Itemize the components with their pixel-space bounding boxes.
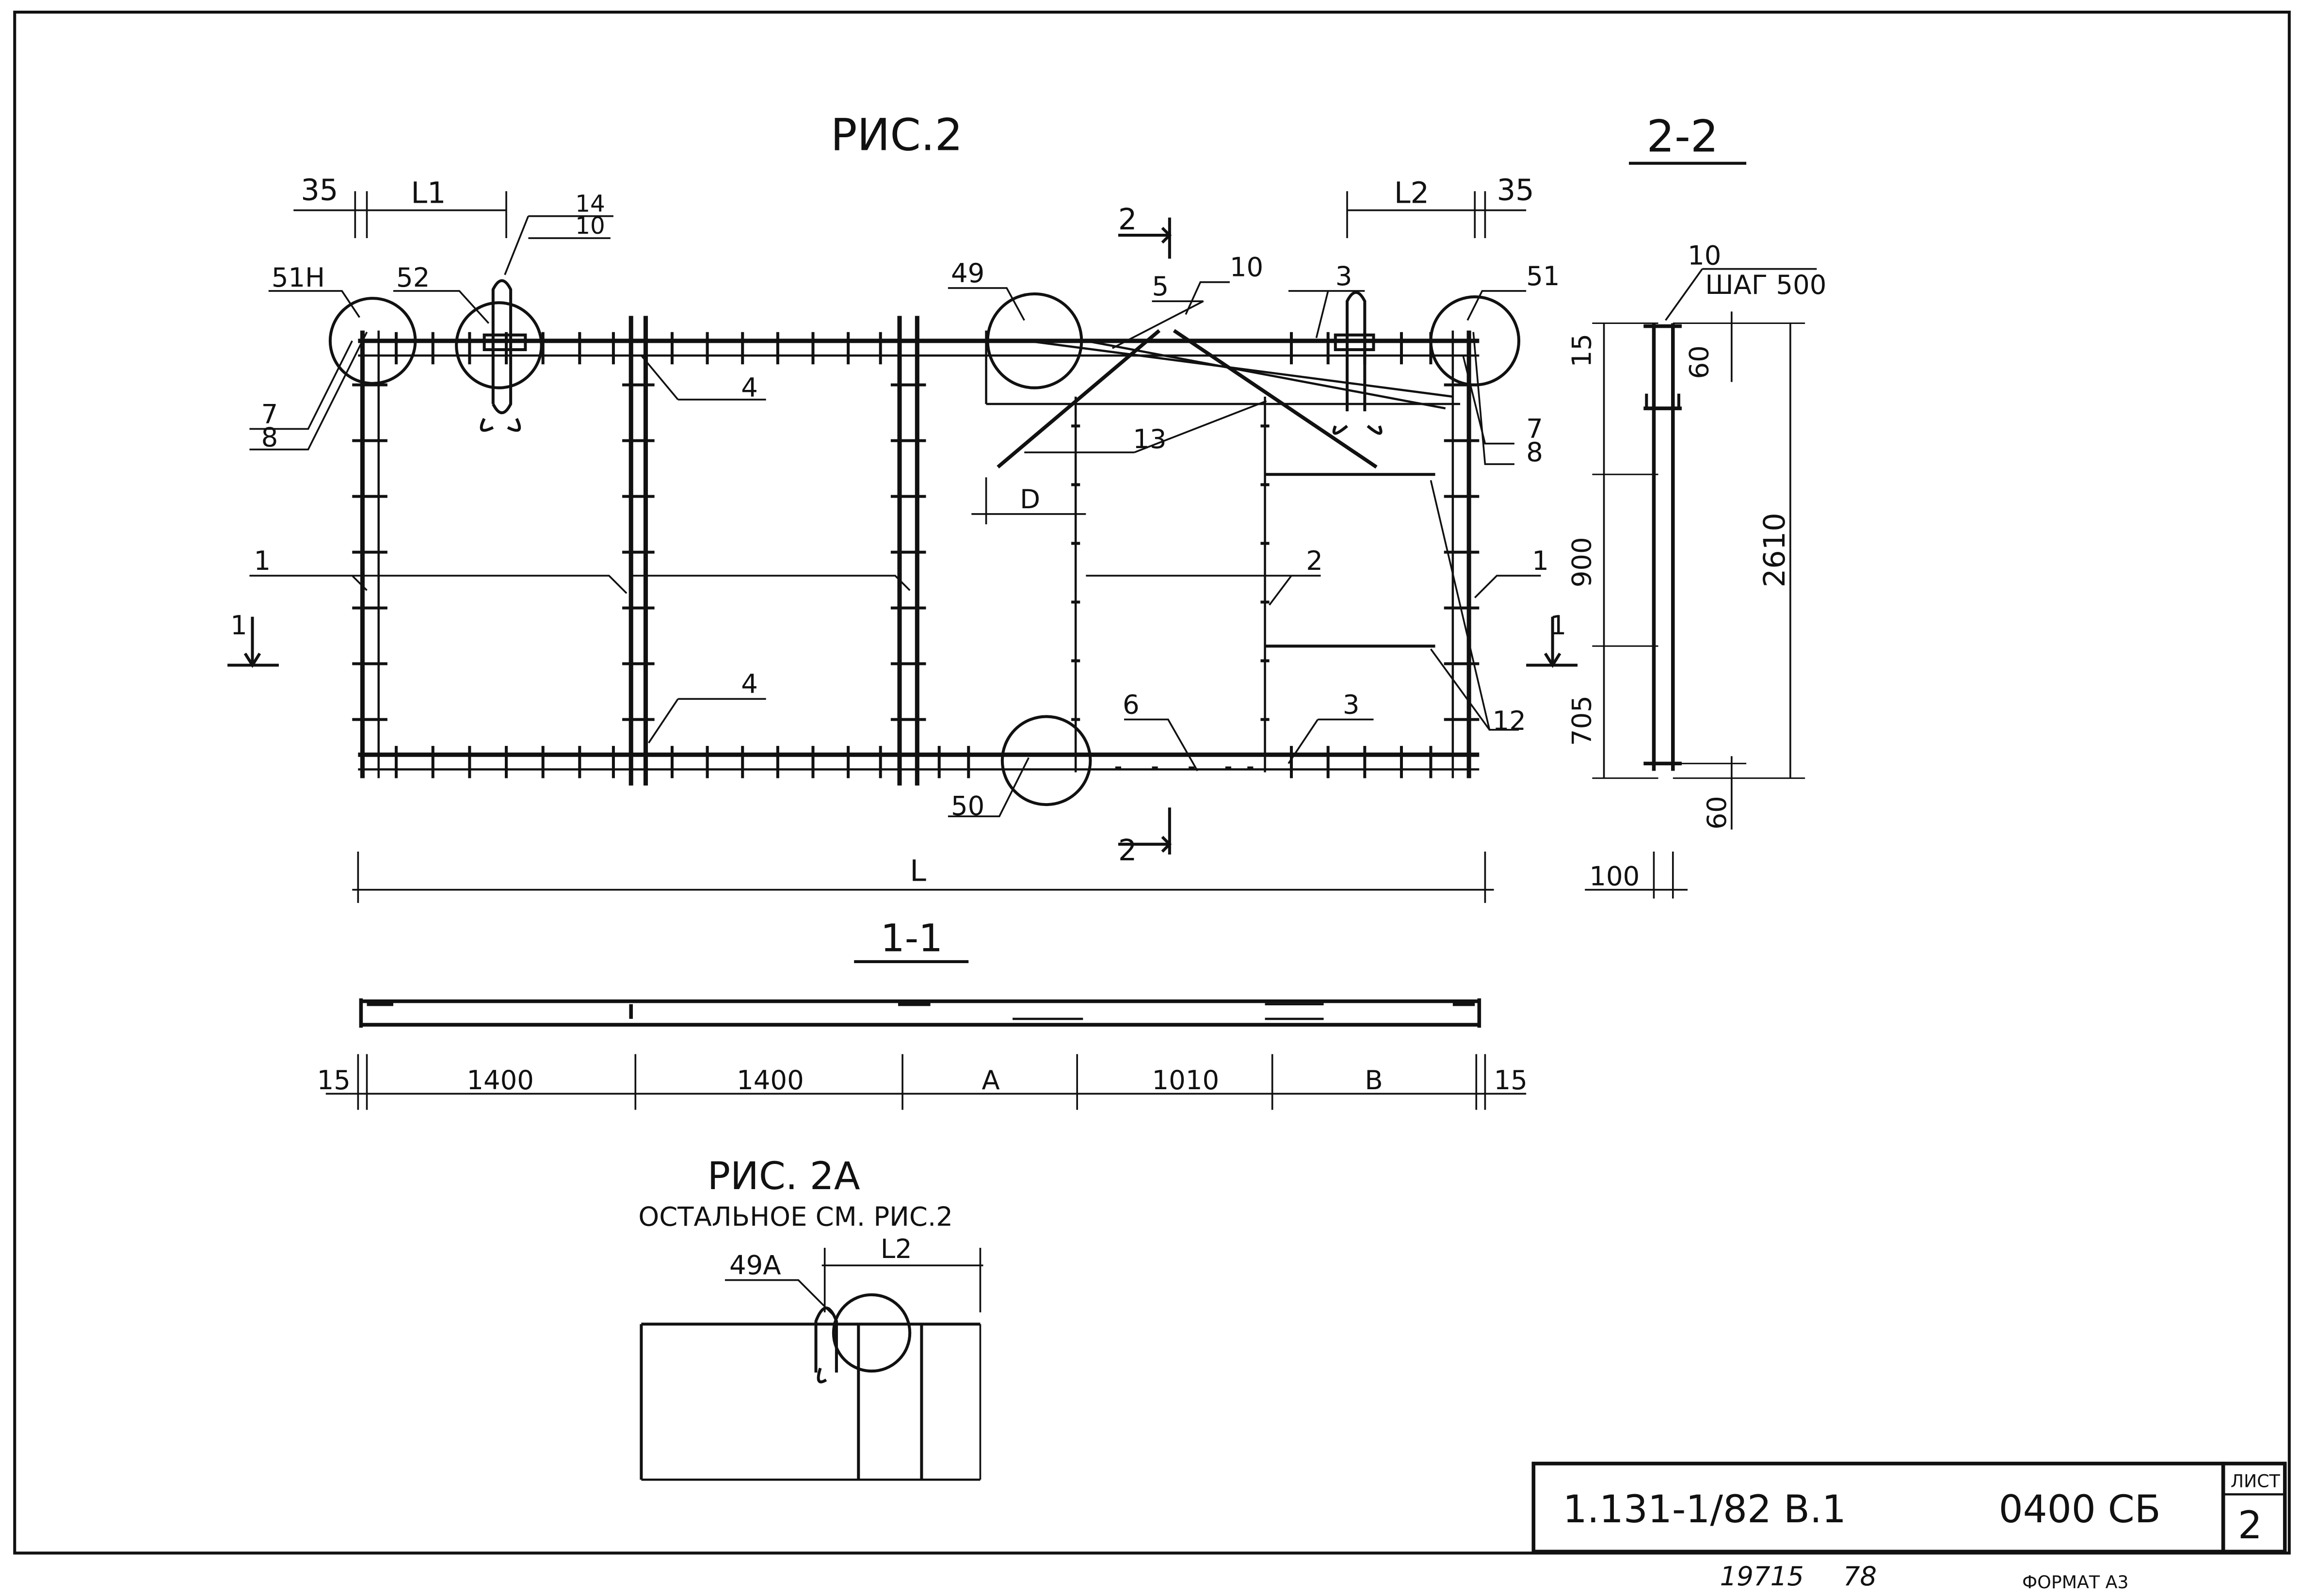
section11-dim-2: 1400 <box>737 1064 804 1096</box>
fig2-detail-circles <box>328 279 1521 806</box>
fig2-callouts: 51Н 52 14 10 49 5 10 3 51 7 8 4 13 7 8 1… <box>254 191 1560 822</box>
dim-d: D <box>1020 484 1040 515</box>
callout-7b: 7 <box>1526 413 1543 444</box>
callout-6: 6 <box>1123 689 1140 720</box>
callout-8a: 8 <box>261 422 278 453</box>
callout-2: 2 <box>1306 545 1323 576</box>
title-block-sheet-number: 2 <box>2238 1503 2262 1548</box>
footer-year: 78 <box>1843 1561 1877 1592</box>
callout-1b: 1 <box>1532 545 1549 576</box>
callout-3a: 3 <box>1336 260 1352 291</box>
callout-5: 5 <box>1152 271 1169 302</box>
section22-title: 2-2 <box>1646 111 1718 162</box>
callout-7a: 7 <box>261 398 278 429</box>
section22-dim705: 705 <box>1566 695 1597 746</box>
section22-callout10: 10 <box>1688 240 1721 271</box>
section22-dim15: 15 <box>1566 334 1597 367</box>
callout-8b: 8 <box>1526 436 1543 468</box>
section22-step: ШАГ 500 <box>1705 269 1826 300</box>
callout-51: 51 <box>1526 260 1560 291</box>
section22-dim60-top: 60 <box>1683 345 1714 379</box>
section11-dim-1: 1400 <box>467 1064 534 1096</box>
section11-dim-0: 15 <box>317 1064 351 1096</box>
fig2a-dim-l2: L2 <box>881 1233 912 1264</box>
callout-4b: 4 <box>741 668 758 699</box>
section11-dim-5: В <box>1365 1064 1383 1096</box>
section-arrows <box>227 217 1578 855</box>
callout-49: 49 <box>951 258 984 289</box>
section22-drawing <box>1585 268 1817 899</box>
callout-51n: 51Н <box>272 262 325 293</box>
callout-14: 14 <box>575 191 605 218</box>
drawing-frame <box>13 10 2291 1555</box>
callout-1a: 1 <box>254 545 271 576</box>
section11-drawing <box>325 998 1527 1110</box>
callout-4a: 4 <box>741 372 758 403</box>
section22-dim900: 900 <box>1566 537 1597 587</box>
section22-dim2610: 2610 <box>1758 513 1792 587</box>
dim-left-offset: 35 <box>301 173 338 207</box>
title-block <box>1531 1462 2287 1554</box>
title-block-sheet-label: ЛИСТ <box>2231 1470 2281 1491</box>
fig2-rebar-ticks <box>352 332 1480 778</box>
section11-dim-3: А <box>982 1064 999 1096</box>
callout-50: 50 <box>951 790 984 821</box>
section11-dim-6: 15 <box>1494 1064 1528 1096</box>
section-mark-bottom: 2 <box>1118 834 1137 868</box>
fig2a-title: РИС. 2А <box>708 1154 860 1198</box>
dim-l1: L1 <box>411 176 446 210</box>
section11-dim-4: 1010 <box>1152 1064 1220 1096</box>
footer-number: 19715 <box>1720 1561 1804 1592</box>
fig2-title: РИС.2 <box>831 110 963 161</box>
fig2-frame-drawing <box>358 316 1480 786</box>
fig2a-drawing <box>640 1248 983 1481</box>
dim-l2: L2 <box>1394 176 1429 210</box>
title-block-mark: 0400 СБ <box>1999 1487 2161 1532</box>
callout-13: 13 <box>1133 423 1166 454</box>
callout-10b: 10 <box>1230 252 1263 283</box>
callout-52: 52 <box>396 262 430 293</box>
fig2-dimensions <box>293 191 1527 903</box>
section22-dim60-bottom: 60 <box>1701 796 1732 829</box>
section11-title: 1-1 <box>881 916 943 961</box>
callout-10a: 10 <box>575 212 605 240</box>
section-mark-right: 1 <box>1550 610 1567 641</box>
fig2a-note: ОСТАЛЬНОЕ СМ. РИС.2 <box>638 1201 953 1232</box>
fig2a-callout: 49А <box>729 1249 781 1280</box>
fig2-leaders <box>249 215 1541 818</box>
section-mark-top: 2 <box>1118 203 1137 237</box>
dim-right-offset: 35 <box>1497 173 1534 207</box>
footer-format: ФОРМАТ А3 <box>2022 1572 2128 1593</box>
callout-3b: 3 <box>1343 689 1360 720</box>
section22-dim100: 100 <box>1589 861 1640 892</box>
title-block-code: 1.131-1/82 В.1 <box>1563 1487 1846 1532</box>
callout-12: 12 <box>1493 705 1526 736</box>
section-mark-left: 1 <box>230 610 247 641</box>
dim-total-l: L <box>910 854 926 888</box>
